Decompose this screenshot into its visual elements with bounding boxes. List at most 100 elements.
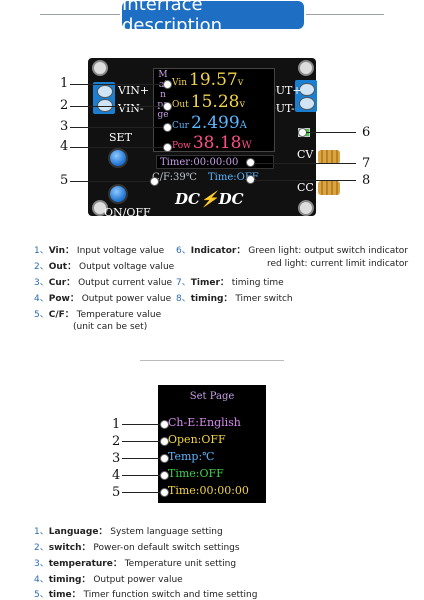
callout-number: 7 <box>362 156 371 171</box>
callout-line <box>306 132 356 133</box>
cc-potentiometer <box>318 181 340 195</box>
vin-value: 19.57 <box>189 70 238 90</box>
legend-item: 2、Out： Output voltage value <box>34 262 175 272</box>
callout-line <box>254 180 356 181</box>
callout-line <box>122 492 162 493</box>
callout-line <box>70 147 165 148</box>
header-divider-right <box>306 14 384 15</box>
callout-number: 8 <box>362 173 371 188</box>
mount-hole <box>92 60 108 76</box>
callout-line <box>254 163 356 164</box>
set-label: SET <box>109 131 132 144</box>
callout-dot <box>246 158 255 167</box>
callout-line <box>70 106 165 107</box>
callout-line <box>122 458 162 459</box>
cv-label: CV <box>297 148 314 161</box>
set-item-temp: Temp:℃ <box>168 450 215 463</box>
legend-item: red light: current limit indicator <box>267 259 409 269</box>
callout-number: 4 <box>60 139 69 154</box>
out-value: 15.28 <box>190 92 240 112</box>
vin-minus-label: VIN- <box>118 102 144 115</box>
callout-dot <box>150 177 159 186</box>
time-switch-readout: Time:OFF <box>208 172 259 183</box>
main-page-vertical-label: Main page <box>157 70 169 120</box>
legend-item: 3、Cur： Output current value <box>34 278 173 288</box>
legend-item: 1、Vin： Input voltage value <box>34 246 165 256</box>
callout-number: 5 <box>112 485 121 500</box>
set-item-time-value: Time:00:00:00 <box>168 484 249 497</box>
output-terminal <box>295 80 317 112</box>
callout-line <box>122 424 162 425</box>
callout-line <box>70 84 165 85</box>
out-label: Out <box>172 100 189 110</box>
callout-number: 5 <box>60 173 69 188</box>
cur-label: Cur <box>172 121 189 131</box>
pow-value: 38.18 <box>192 133 242 153</box>
set-button[interactable] <box>108 148 128 168</box>
set-legend-item: 4、timing： Output power value <box>34 575 183 585</box>
header-title: Interface description <box>122 0 304 36</box>
set-page-title: Set Page <box>189 391 235 402</box>
callout-dot <box>246 175 255 184</box>
cv-potentiometer <box>318 150 340 164</box>
legend-item: 6、Indicator： Green light: output switch … <box>176 246 408 256</box>
callout-number: 3 <box>112 451 121 466</box>
callout-dot <box>163 80 172 89</box>
callout-number: 1 <box>60 76 69 91</box>
set-legend-item: 3、temperature： Temperature unit setting <box>34 559 237 569</box>
set-legend-item: 1、Language： System language setting <box>34 527 223 537</box>
section-divider <box>140 360 284 361</box>
main-display <box>153 68 275 152</box>
mount-hole <box>298 60 314 76</box>
mount-hole <box>298 200 314 216</box>
dc-dc-logo: DC⚡DC <box>175 190 244 208</box>
pow-label: Pow <box>172 141 191 151</box>
vin-unit: v <box>237 77 244 88</box>
callout-dot <box>160 488 169 497</box>
callout-dot <box>163 143 172 152</box>
on-off-label: ON/OFF <box>104 206 151 219</box>
callout-dot <box>163 123 172 132</box>
vin-plus-label: VIN+ <box>118 84 150 97</box>
callout-number: 2 <box>112 434 121 449</box>
callout-line <box>122 441 162 442</box>
legend-item: 5、C/F： Temperature value <box>34 310 162 320</box>
callout-number: 2 <box>60 98 69 113</box>
set-item-time-switch: Time:OFF <box>168 467 224 480</box>
legend-item: 4、Pow： Output power value <box>34 294 172 304</box>
temperature-readout: C/F:39℃ <box>152 172 197 183</box>
timer-readout: Timer:00:00:00 <box>156 155 274 169</box>
set-item-open: Open:OFF <box>168 433 226 446</box>
callout-number: 1 <box>112 417 121 432</box>
header-divider-left <box>40 14 120 15</box>
pow-unit: W <box>241 140 252 151</box>
vin-label: Vin <box>172 78 188 88</box>
legend-item: 7、Timer： timing time <box>176 278 284 288</box>
set-item-language: Ch-E:English <box>168 416 241 429</box>
cur-unit: A <box>239 120 247 131</box>
callout-dot <box>160 437 169 446</box>
callout-line <box>122 475 162 476</box>
callout-number: 4 <box>112 468 121 483</box>
set-legend-item: 2、switch： Power-on default switch settin… <box>34 543 240 553</box>
legend-item: (unit can be set) <box>73 322 148 332</box>
callout-dot <box>160 471 169 480</box>
callout-number: 6 <box>362 125 371 140</box>
set-page-display: Set Page <box>158 385 266 503</box>
callout-dot <box>160 420 169 429</box>
callout-dot <box>160 454 169 463</box>
out-unit: v <box>239 99 246 110</box>
mount-hole <box>92 200 108 216</box>
on-off-button[interactable] <box>108 184 128 204</box>
callout-line <box>70 181 152 182</box>
set-legend-item: 5、time： Timer function switch and time s… <box>34 590 258 600</box>
callout-number: 3 <box>60 119 69 134</box>
cur-value: 2.499 <box>191 113 240 133</box>
input-terminal <box>93 82 115 114</box>
callout-dot <box>163 102 172 111</box>
